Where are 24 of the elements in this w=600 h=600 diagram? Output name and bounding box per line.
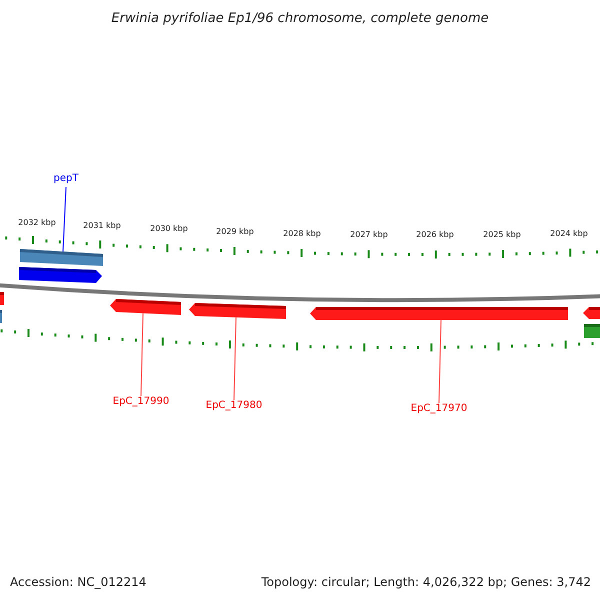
gene-label: EpC_17970 xyxy=(410,404,468,414)
genome-summary-text: Topology: circular; Length: 4,026,322 bp; Genes: 3,742 xyxy=(261,576,591,588)
gene-feature xyxy=(110,299,182,315)
gene-label: EpC_17990 xyxy=(112,397,170,407)
diagram-title: Erwinia pyrifoliae Ep1/96 chromosome, complete genome xyxy=(111,12,489,25)
scale-label: 2032 kbp xyxy=(18,219,56,227)
scale-label: 2029 kbp xyxy=(216,228,254,236)
gene-feature xyxy=(189,303,286,319)
scale-label: 2024 kbp xyxy=(550,230,588,238)
scale-label: 2026 kbp xyxy=(416,231,454,239)
scale-label: 2031 kbp xyxy=(83,222,121,230)
accession-text: Accession: NC_012214 xyxy=(10,576,146,588)
leader-line xyxy=(62,186,66,252)
gene-label: pepT xyxy=(54,174,78,184)
gene-bar xyxy=(20,249,104,266)
scale-label: 2027 kbp xyxy=(350,231,388,239)
scale-label: 2025 kbp xyxy=(483,231,521,239)
leader-line xyxy=(140,312,144,396)
scale-label: 2028 kbp xyxy=(283,230,321,238)
leader-line xyxy=(438,320,442,404)
leader-line xyxy=(234,316,236,400)
gene-feature xyxy=(310,307,568,320)
gene-label: EpC_17980 xyxy=(206,401,262,411)
scale-label: 2030 kbp xyxy=(150,225,188,233)
